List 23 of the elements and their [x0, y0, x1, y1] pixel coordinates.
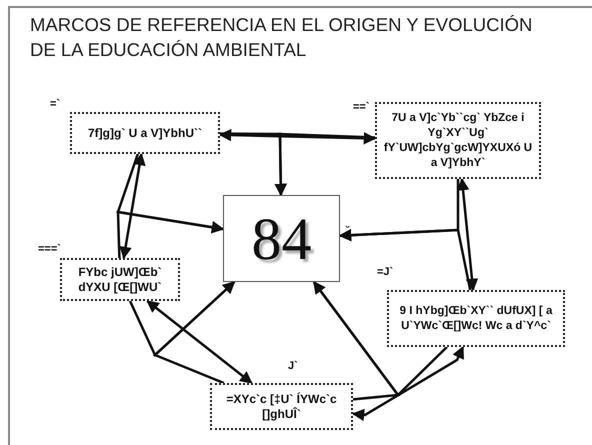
roman-numeral: ==` — [353, 101, 370, 113]
text-box: FYbc jUW]Œb` dYXU [Œ[]WU` — [60, 258, 180, 301]
arrow — [218, 128, 376, 144]
arrow — [119, 152, 146, 260]
text-box: 7U a V]c`Yb``cg` YbZce i Yg`XY``Ug` fY`UW]cbYg`gcW]YXUXó U a V]YbhY` — [375, 102, 541, 179]
arrow — [146, 300, 253, 384]
arrow — [352, 346, 464, 422]
arrow — [274, 132, 376, 196]
text-box: 9 I hYbg]Œb`XY`` dUfUX] [ a U`YWc`Œ[]Wc! Wc a d`Y^c` — [387, 290, 565, 347]
roman-numeral: =J` — [377, 266, 394, 278]
arrow — [338, 228, 472, 290]
title: MARCOS DE REFERENCIA EN EL ORIGEN Y EVOLUCIÓN DE LA EDUCACIÓN AMBIENTAL — [30, 13, 534, 62]
number-box: 84 — [223, 195, 340, 282]
text-box: 7f]g]g` U a V]YbhU`` — [70, 112, 220, 154]
arrow — [456, 178, 478, 292]
roman-numeral: ˘ — [346, 225, 350, 237]
arrow — [152, 281, 236, 384]
text-box: =XYc`c [‡U` ÍYWc`c []ghUÎ` — [210, 383, 353, 430]
roman-numeral: ===` — [38, 243, 61, 255]
arrow — [116, 210, 224, 258]
roman-numeral: =` — [50, 98, 60, 110]
arrow — [312, 281, 448, 397]
roman-numeral: J` — [288, 360, 298, 372]
